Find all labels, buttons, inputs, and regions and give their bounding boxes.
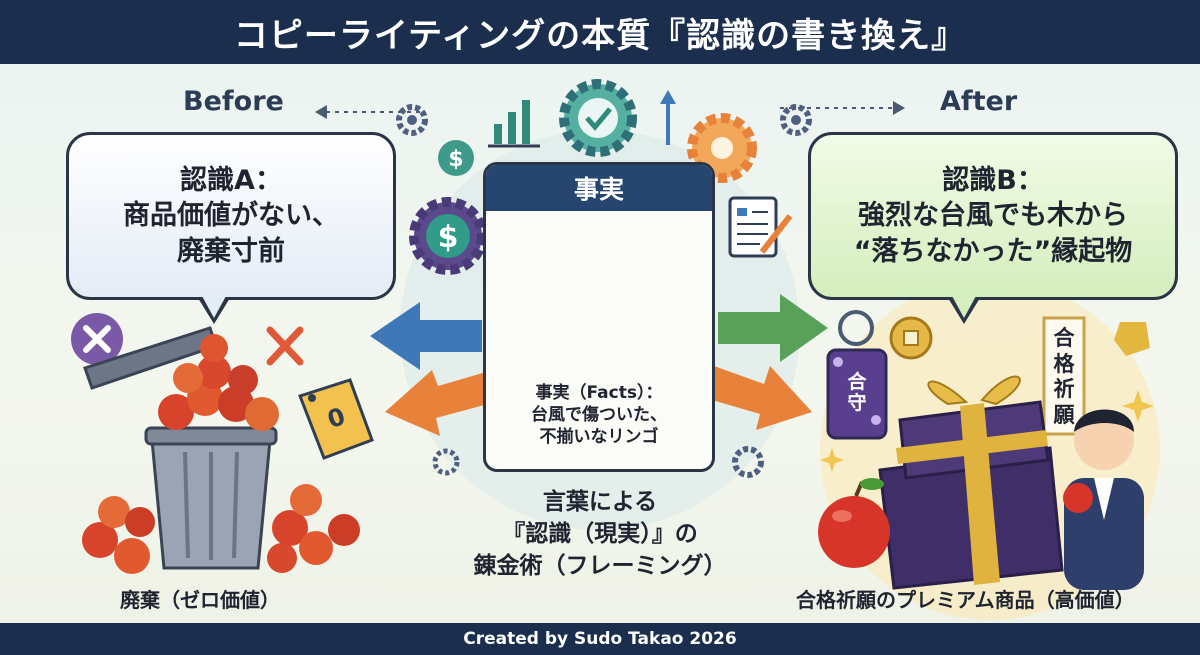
up-arrow-head: [660, 90, 676, 104]
before-bubble-line3: 廃棄寸前: [177, 235, 285, 267]
coin-icon: [889, 316, 933, 360]
after-speech-bubble: 認識B： 強烈な台風でも木から “落ちなかった”縁起物: [808, 132, 1178, 300]
damaged-apples-pile: [82, 334, 360, 574]
footer-bar: Created by Sudo Takao 2026: [0, 623, 1200, 655]
after-bubble-line1: 認識B：: [942, 164, 1044, 196]
center-line2: 『認識（現実）』の: [502, 521, 698, 548]
small-gear-icon: [432, 448, 460, 476]
before-bubble-line1: 認識A：: [180, 164, 282, 196]
dotted-arrow-left: [315, 105, 420, 119]
after-bubble-line3: “落ちなかった”縁起物: [853, 235, 1133, 267]
omamori-charm-icon: [826, 310, 888, 440]
omamori-text: 合守: [847, 371, 867, 414]
center-line1: 言葉による: [542, 489, 658, 515]
gift-box-icon: [878, 375, 1064, 590]
premium-apple-icon: [818, 478, 890, 568]
before-label: Before: [183, 86, 284, 117]
fact-line1: 事実（Facts）：: [535, 383, 663, 403]
fact-card-text: 事実（Facts）： 台風で傷ついた、 不揃いなリンゴ: [486, 383, 712, 448]
student-figure-icon: [1063, 409, 1144, 590]
right-caption: 合格祈願のプレミアム商品（高価値）: [796, 588, 1135, 612]
arrow-blue-left: [370, 302, 482, 370]
dollar-gear-icon: $: [409, 197, 487, 275]
fact-line2: 台風で傷ついた、: [531, 404, 667, 425]
dollar-gear-icon: $: [438, 140, 474, 176]
arrow-orange-right: [712, 366, 812, 430]
after-label: After: [940, 86, 1018, 117]
zero-price-tag-icon: [298, 378, 374, 460]
bar-chart-icon: [488, 100, 540, 148]
check-gear-icon: [559, 79, 637, 157]
arrow-orange-left: [385, 370, 488, 436]
dotted-arrow-right: [780, 101, 905, 115]
before-speech-bubble: 認識A： 商品価値がない、 廃棄寸前: [66, 132, 396, 300]
center-line3: 錬金術（フレーミング）: [473, 553, 727, 580]
svg-text:$: $: [448, 147, 463, 172]
footer-credit: Created by Sudo Takao 2026: [463, 629, 737, 649]
svg-text:$: $: [438, 220, 459, 255]
small-gear-icon: [732, 446, 764, 478]
x-circle-icon: [71, 313, 123, 365]
document-pen-icon: [728, 196, 793, 258]
left-caption: 廃棄（ゼロ価値）: [120, 588, 280, 612]
before-bubble-line2: 商品価値がない、: [123, 200, 339, 232]
title-bar: コピーライティングの本質『認識の書き換え』: [0, 0, 1200, 64]
banner-scroll-icon: [1042, 316, 1086, 436]
framing-alchemy-text: 言葉による 『認識（現実）』の 錬金術（フレーミング）: [430, 486, 770, 583]
red-x-mark-icon: [266, 326, 304, 366]
after-bubble-line2: 強烈な台風でも木から: [858, 200, 1128, 232]
small-gear-icon: [780, 104, 812, 136]
fact-line3: 不揃いなリンゴ: [539, 426, 659, 447]
page-title: コピーライティングの本質『認識の書き換え』: [233, 15, 967, 56]
arrow-green-right: [718, 294, 828, 362]
banner-text: 合格祈願: [1053, 326, 1075, 427]
before-bubble-tail-fill: [202, 296, 226, 318]
fact-card-header: 事実: [486, 165, 712, 211]
fact-card: 事実 事実（Facts）： 台風で傷ついた、 不揃いなリンゴ: [483, 162, 715, 472]
after-bubble-tail-fill: [952, 296, 976, 318]
small-gear-icon: [396, 104, 428, 136]
sparkle-icon: [820, 322, 1154, 472]
